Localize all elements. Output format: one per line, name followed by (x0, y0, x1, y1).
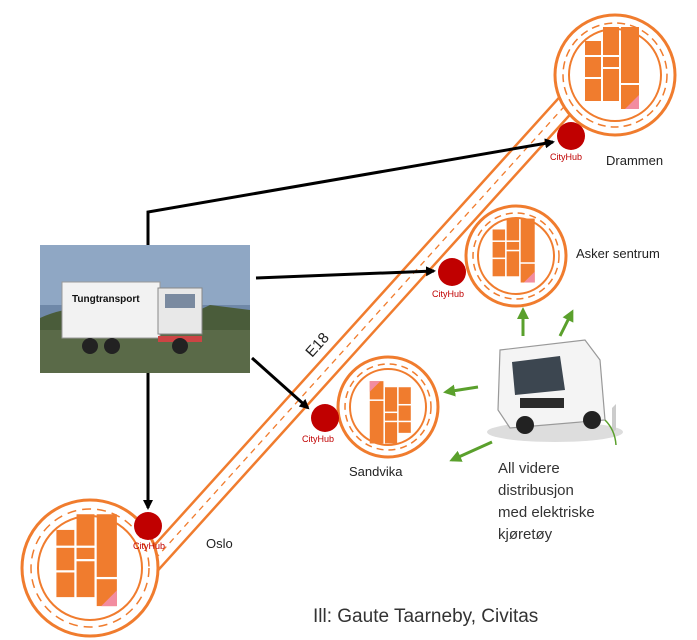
hub-tag-asker: CityHub (432, 289, 464, 299)
label-drammen: Drammen (606, 153, 663, 168)
description-line: kjøretøy (498, 526, 553, 543)
truck-photo: Tungtransport (40, 245, 250, 373)
image-credit: Ill: Gaute Taarneby, Civitas (313, 606, 539, 627)
hub-asker (464, 204, 568, 308)
e18-road (109, 70, 599, 608)
electric-van-photo (487, 339, 623, 446)
van-routes (443, 307, 574, 462)
description-line: med elektriske (498, 504, 595, 521)
hub-oslo (20, 498, 160, 638)
description-line: All videre (498, 460, 560, 477)
hub-tag-drammen: CityHub (550, 152, 582, 162)
description-line: distribusjon (498, 482, 574, 499)
label-oslo: Oslo (206, 536, 233, 551)
truck-sign: Tungtransport (72, 294, 140, 305)
label-asker: Asker sentrum (576, 246, 660, 261)
city-hub-marker (311, 404, 339, 432)
hub-tag-oslo: CityHub (133, 541, 165, 551)
city-hub-marker (438, 258, 466, 286)
truck-routes (143, 138, 555, 510)
hub-sandvika (336, 355, 440, 459)
distribution-description: All videre distribusjon med elektriske k… (498, 458, 618, 546)
label-sandvika: Sandvika (349, 464, 403, 479)
hub-tag-sandvika: CityHub (302, 434, 334, 444)
city-hub-marker (134, 512, 162, 540)
city-hub-marker (557, 122, 585, 150)
hub-drammen (553, 13, 677, 137)
